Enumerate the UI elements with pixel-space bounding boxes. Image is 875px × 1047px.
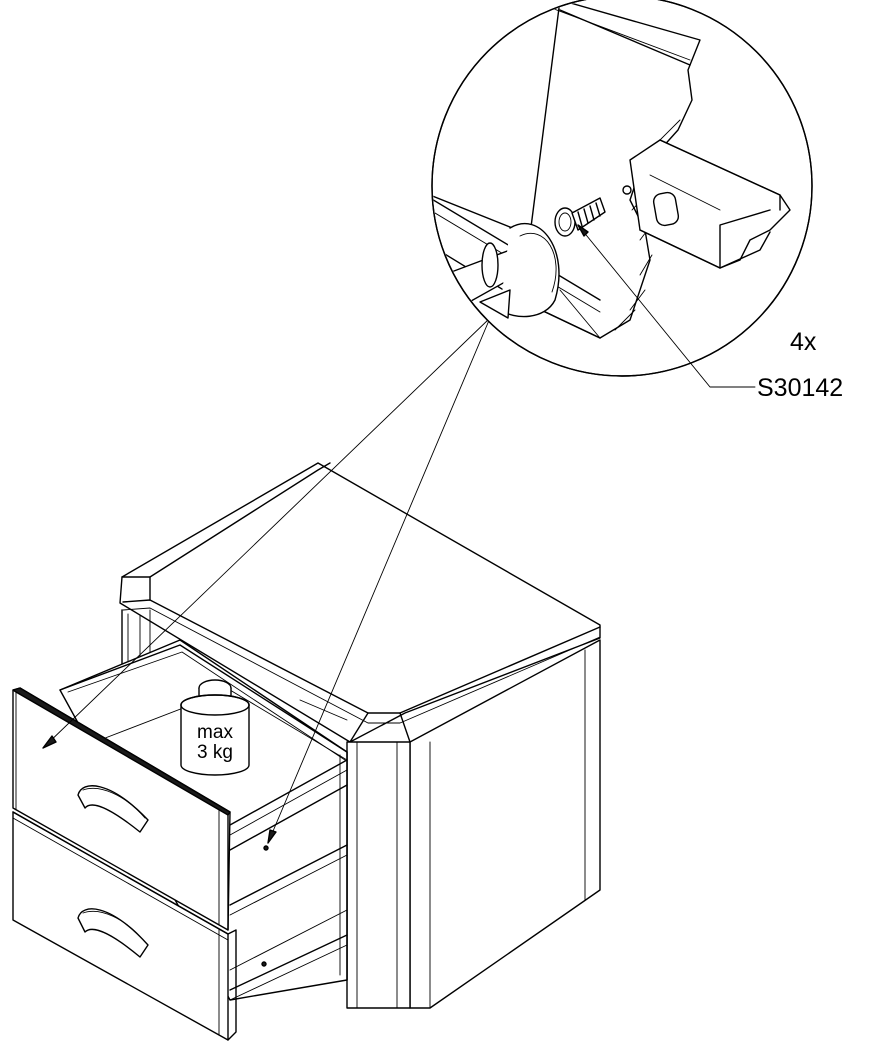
- detail-circle: [431, 0, 813, 377]
- quantity-label: 4x: [790, 328, 817, 356]
- rotation-arrow-icon: [479, 222, 560, 319]
- part-number-label: S30142: [757, 374, 843, 402]
- cabinet-top-edge: [121, 462, 331, 578]
- cabinet-top-front-edge-2: [122, 607, 601, 724]
- weight-icon: max 3 kg: [180, 679, 250, 776]
- cabinet-corner-post: [346, 741, 411, 1009]
- drawer-front-bottom: [12, 811, 237, 1041]
- part-callout: 4x S30142: [577, 224, 843, 402]
- drawer-handle-bottom: [77, 908, 149, 958]
- nightstand-icon: [119, 462, 601, 1009]
- weight-label-kg: 3 kg: [197, 742, 233, 763]
- screw-icon: [554, 197, 606, 237]
- drawer-front-top: [12, 687, 231, 931]
- detail-leader-lines: [42, 317, 491, 844]
- weight-label-max: max: [197, 722, 233, 743]
- drawer-runner-icon: [622, 139, 791, 269]
- drawer-handle-top: [77, 785, 149, 833]
- cabinet-top: [119, 462, 601, 743]
